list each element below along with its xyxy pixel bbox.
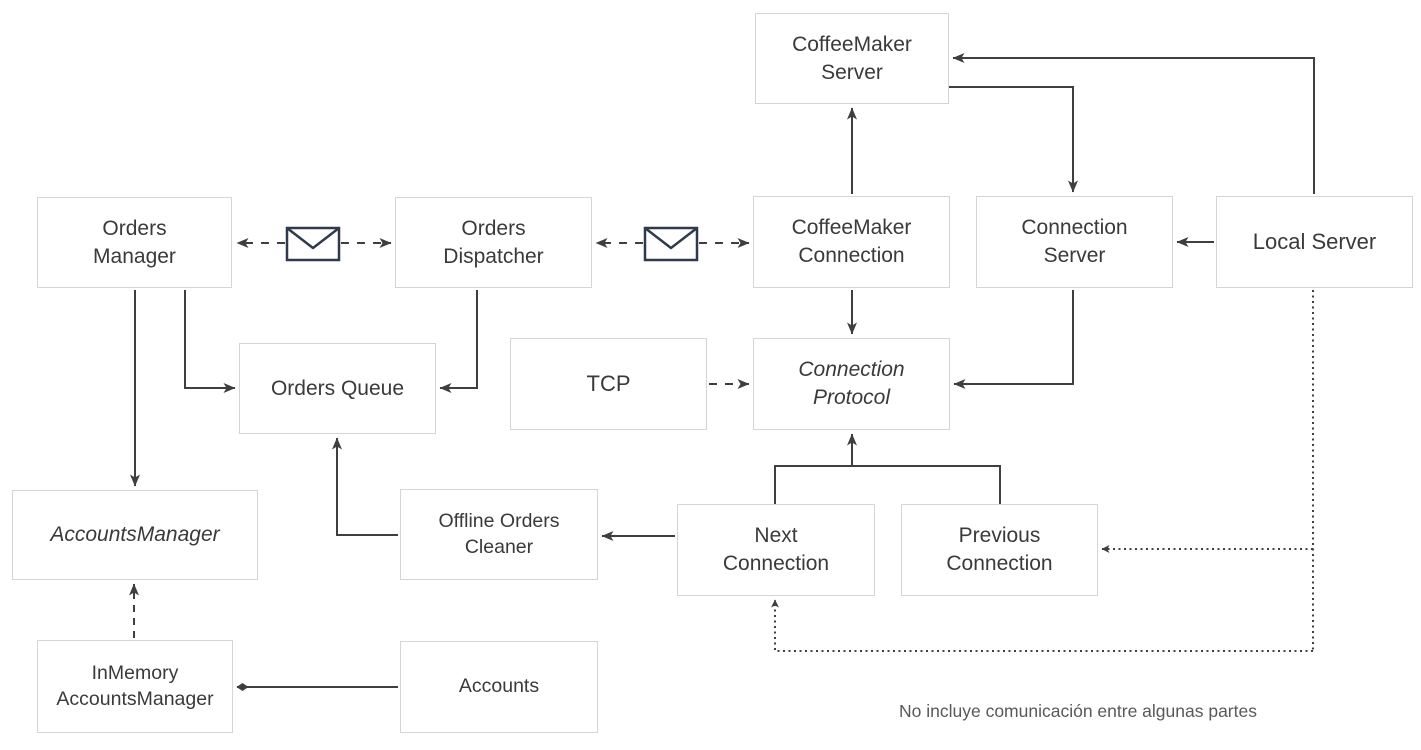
edge-localserver-nextconnection <box>771 599 1313 652</box>
edge-offlineorderscleaner-ordersqueue <box>332 437 398 536</box>
edge-connections-tree <box>774 465 1001 504</box>
edge-ordersdispatcher-ordersqueue <box>439 290 478 393</box>
diagram-caption: No incluye comunicación entre algunas pa… <box>899 701 1257 721</box>
node-inmemory-accounts-manager[interactable]: InMemory AccountsManager <box>37 640 233 733</box>
envelope-icon <box>285 226 341 262</box>
node-orders-dispatcher[interactable]: Orders Dispatcher <box>395 197 592 288</box>
envelope-icon <box>643 226 699 262</box>
edge-coffeemakerserver-connectionserver <box>949 86 1078 193</box>
node-previous-connection[interactable]: Previous Connection <box>901 504 1098 596</box>
node-accounts[interactable]: Accounts <box>400 641 598 733</box>
node-offline-orders-cleaner[interactable]: Offline Orders Cleaner <box>400 489 598 580</box>
node-coffeemaker-server[interactable]: CoffeeMaker Server <box>755 13 949 104</box>
edge-ordersmanager-ordersqueue <box>184 290 236 393</box>
edge-connectionserver-connectionprotocol <box>953 290 1074 389</box>
edge-localserver-coffeemakerserver <box>952 53 1315 194</box>
node-local-server[interactable]: Local Server <box>1216 196 1413 288</box>
node-orders-queue[interactable]: Orders Queue <box>239 343 436 434</box>
node-accounts-manager[interactable]: AccountsManager <box>12 490 258 580</box>
node-connection-protocol[interactable]: Connection Protocol <box>753 338 950 430</box>
node-next-connection[interactable]: Next Connection <box>677 504 875 596</box>
node-connection-server[interactable]: Connection Server <box>976 196 1173 288</box>
node-tcp[interactable]: TCP <box>510 338 707 430</box>
node-coffeemaker-connection[interactable]: CoffeeMaker Connection <box>753 196 950 288</box>
node-orders-manager[interactable]: Orders Manager <box>37 197 232 288</box>
